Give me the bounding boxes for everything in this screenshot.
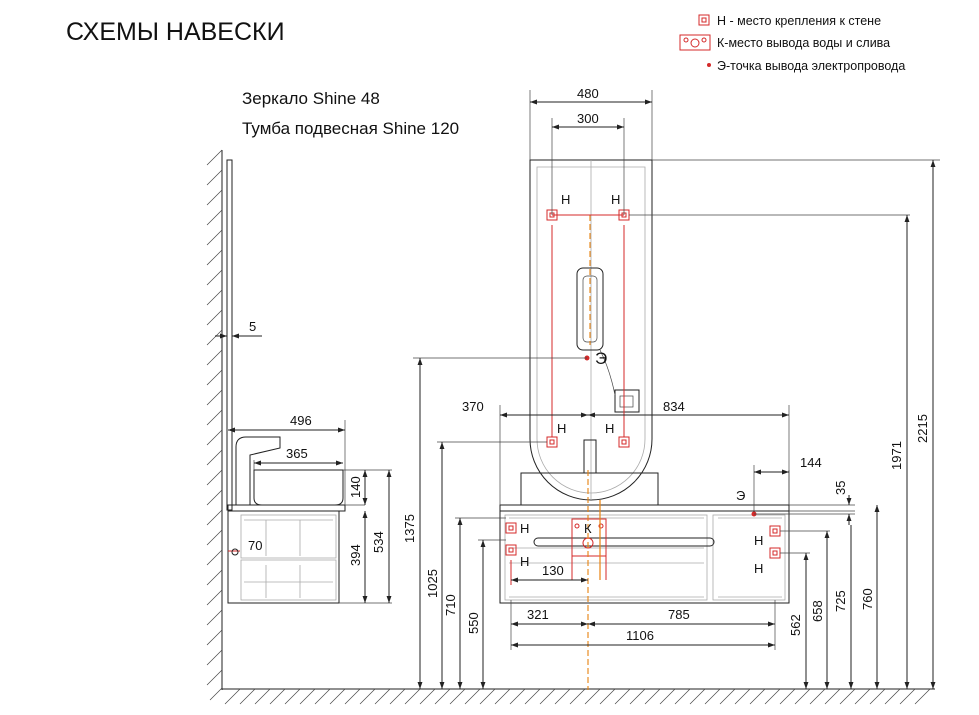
legend: Н - место крепления к стене К-место выво… bbox=[679, 14, 905, 73]
wall-hatching bbox=[206, 149, 223, 701]
dim-total-height: 534 bbox=[371, 531, 386, 553]
dim-bowl-depth: 365 bbox=[286, 446, 308, 461]
dim-mount-spacing: 300 bbox=[577, 111, 599, 126]
dim-bowl-height: 140 bbox=[348, 476, 363, 498]
front-basin bbox=[499, 439, 790, 512]
subtitle-cabinet: Тумба подвесная Shine 120 bbox=[242, 119, 459, 138]
mount-label-tl: Н bbox=[561, 192, 570, 207]
side-mirror bbox=[226, 159, 233, 511]
front-handle bbox=[533, 537, 715, 547]
dim-hole-offset: 70 bbox=[248, 538, 262, 553]
cabinet-electric-label: Э bbox=[736, 488, 745, 503]
dim-elec-drop: 35 bbox=[833, 481, 848, 495]
dim-right-offset: 834 bbox=[663, 399, 685, 414]
page-title: СХЕМЫ НАВЕСКИ bbox=[66, 18, 285, 46]
side-view: 5 496 365 140 394 534 70 bbox=[215, 159, 392, 604]
dim-cabinet-height: 394 bbox=[348, 544, 363, 566]
front-mirror bbox=[529, 159, 653, 501]
mirror-mount-bottom-right bbox=[618, 436, 630, 448]
legend-mount-text: Н - место крепления к стене bbox=[717, 14, 881, 28]
cabinet-mount-left-bottom bbox=[505, 544, 517, 556]
cabinet-mount-right-bottom bbox=[769, 547, 781, 559]
cab-mount-label-lt: Н bbox=[520, 521, 529, 536]
dim-wall-gap: 5 bbox=[249, 319, 256, 334]
dim-h-1025: 1025 bbox=[425, 569, 440, 598]
dim-depth-top: 496 bbox=[290, 413, 312, 428]
subtitle-mirror: Зеркало Shine 48 bbox=[242, 89, 380, 108]
legend-electric-text: Э-точка вывода электропровода bbox=[717, 59, 905, 73]
cab-mount-label-rb: Н bbox=[754, 561, 763, 576]
side-mount-hole bbox=[231, 548, 239, 556]
dim-total-width: 1106 bbox=[626, 628, 654, 643]
water-outlet-icon bbox=[679, 34, 711, 51]
front-water-outlet bbox=[571, 518, 607, 557]
dim-h-1971: 1971 bbox=[889, 441, 904, 470]
electric-point-icon bbox=[707, 63, 711, 67]
dim-left-part: 321 bbox=[527, 607, 549, 622]
dim-h-1375: 1375 bbox=[402, 514, 417, 543]
mount-label-br: Н bbox=[605, 421, 614, 436]
side-washbasin bbox=[253, 469, 344, 506]
dim-h-710: 710 bbox=[443, 594, 458, 616]
mount-label-tr: Н bbox=[611, 192, 620, 207]
front-cabinet-body bbox=[499, 510, 790, 604]
water-outlet-label: К bbox=[584, 521, 592, 536]
mirror-mount-bottom-left bbox=[546, 436, 558, 448]
front-faucet bbox=[583, 439, 597, 474]
front-countertop bbox=[499, 504, 790, 512]
floor-hatching bbox=[222, 688, 935, 705]
cabinet-mount-right-top bbox=[769, 525, 781, 537]
side-cabinet bbox=[227, 510, 340, 604]
dim-h-562: 562 bbox=[788, 614, 803, 636]
dim-h-725: 725 bbox=[833, 590, 848, 612]
cab-mount-label-rt: Н bbox=[754, 533, 763, 548]
front-cabinet bbox=[499, 470, 790, 690]
dim-elec-offset: 144 bbox=[800, 455, 822, 470]
side-faucet bbox=[235, 436, 281, 505]
dim-mirror-width: 480 bbox=[577, 86, 599, 101]
side-countertop bbox=[227, 504, 346, 512]
dim-left-offset: 370 bbox=[462, 399, 484, 414]
mirror-electric-label: Э bbox=[595, 349, 607, 368]
mount-point-icon bbox=[698, 14, 710, 26]
dim-h-760: 760 bbox=[860, 588, 875, 610]
mirror-outline bbox=[529, 159, 653, 501]
dim-h-2215: 2215 bbox=[915, 414, 930, 443]
legend-water-text: К-место вывода воды и слива bbox=[717, 36, 890, 50]
dim-h-550: 550 bbox=[466, 612, 481, 634]
mirror-switch bbox=[614, 389, 640, 413]
cab-mount-label-lb: Н bbox=[520, 554, 529, 569]
mirror-lamp bbox=[576, 267, 604, 351]
mount-label-bl: Н bbox=[557, 421, 566, 436]
dim-h-658: 658 bbox=[810, 600, 825, 622]
dim-right-part: 785 bbox=[668, 607, 690, 622]
dim-cab-mount-spacing: 130 bbox=[542, 563, 564, 578]
cabinet-mount-left-top bbox=[505, 522, 517, 534]
